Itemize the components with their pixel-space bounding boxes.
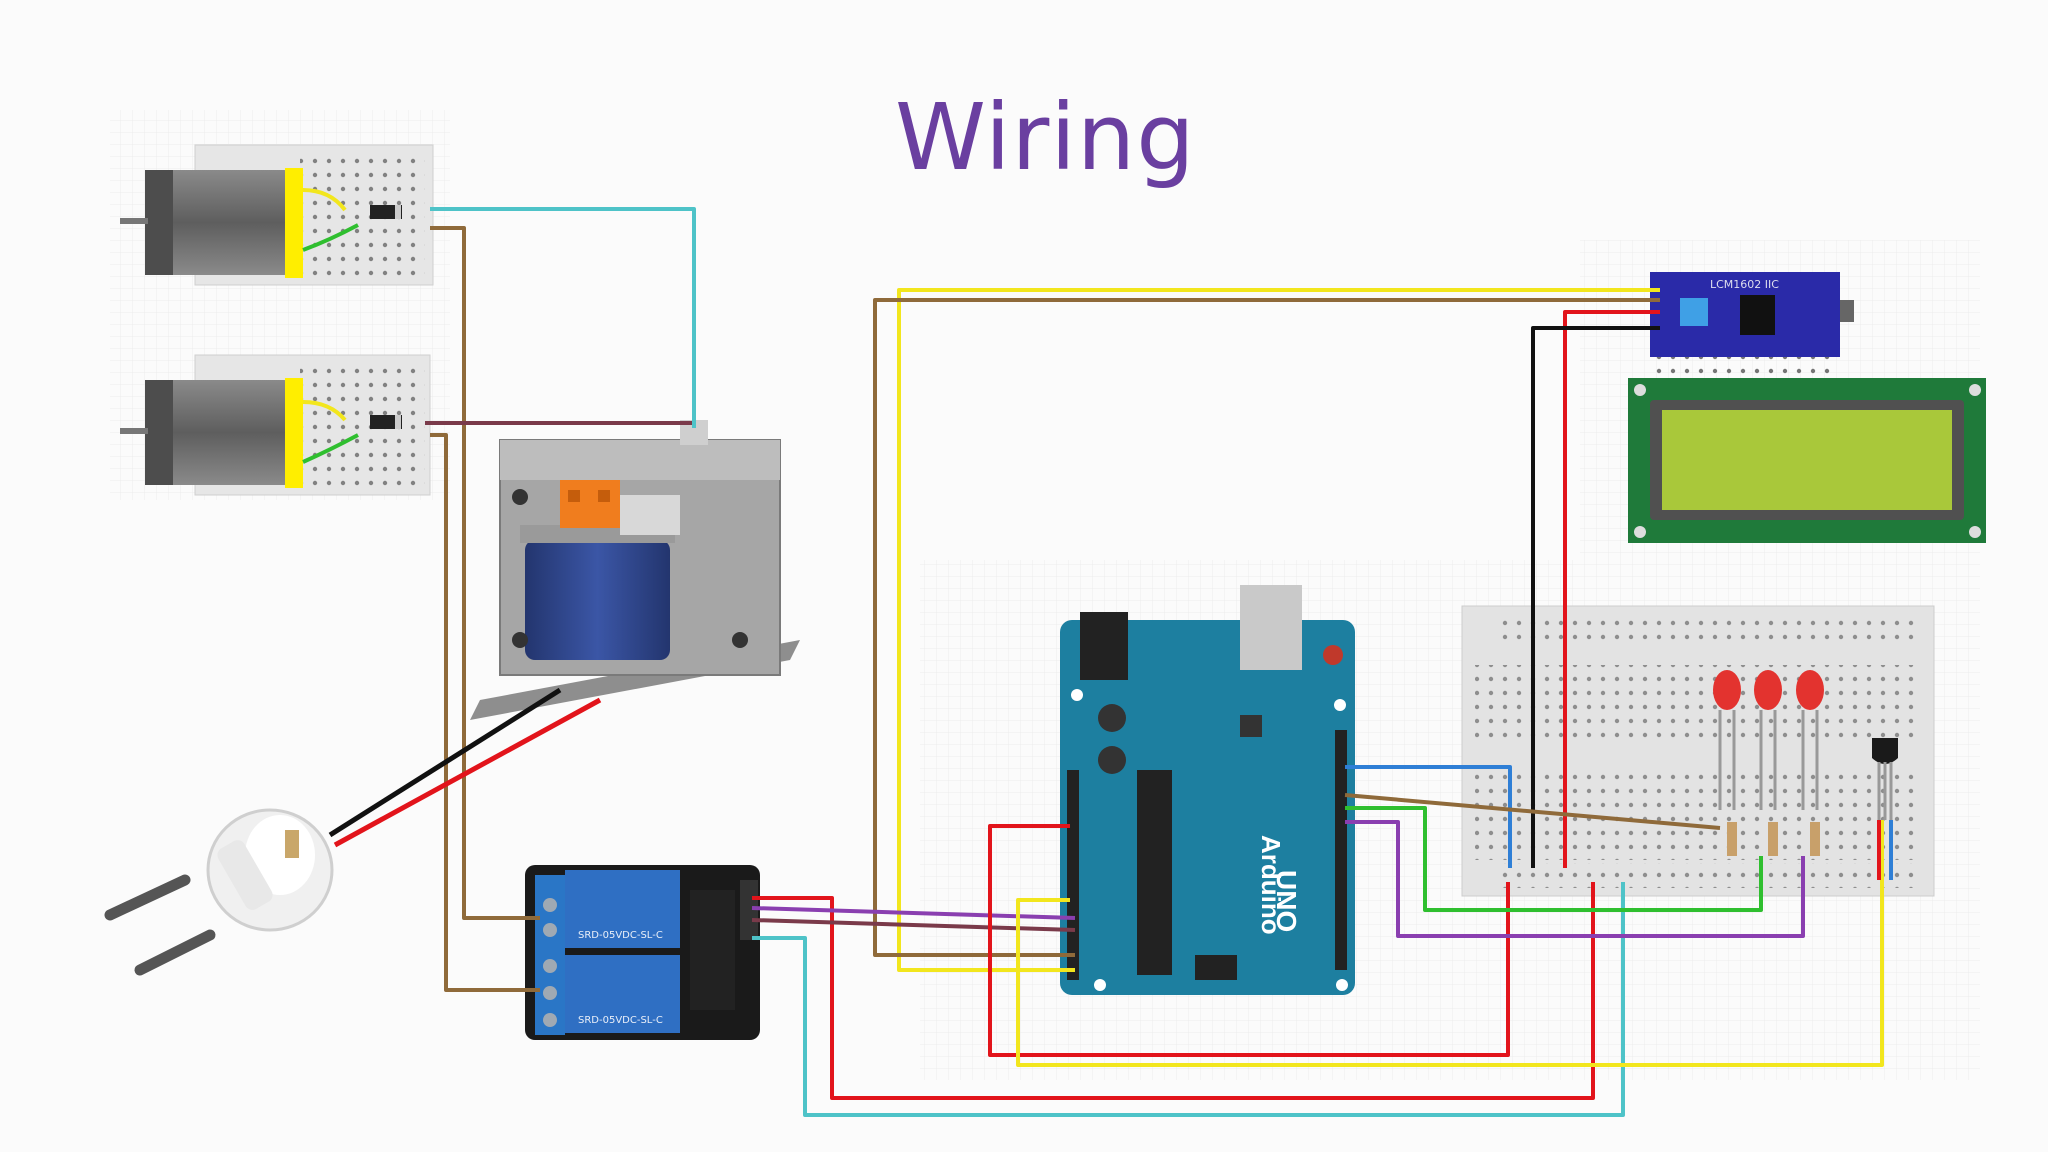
power-jack: [1080, 612, 1128, 680]
dc-motor-2: [145, 380, 290, 485]
plug-pin-1: [104, 874, 191, 921]
lcd-backpack-label: LCM1602 IIC: [1710, 278, 1779, 291]
diode-2: [370, 415, 402, 429]
digital-header: [1335, 730, 1347, 970]
wire-black-lcd-gnd: [1531, 326, 1660, 868]
motor-module-2: [120, 354, 431, 496]
relay-2: [565, 955, 680, 1033]
wire-red-plug: [333, 697, 602, 848]
atmega-chip: [1137, 770, 1172, 975]
wire-red-relay-vcc: [752, 882, 1595, 1100]
relay-2-label: SRD-05VDC-SL-C: [578, 1015, 663, 1026]
resistor-3: [1810, 822, 1820, 856]
arduino-model: UNO: [1271, 870, 1302, 932]
transformer: [470, 420, 800, 720]
diode-1: [370, 205, 402, 219]
dc-motor-1: [145, 170, 290, 275]
wire-brown-led1: [1344, 793, 1721, 830]
transformer-coil: [525, 540, 670, 660]
resistor-2: [1768, 822, 1778, 856]
wire-cyan-relay-gnd: [752, 882, 1625, 1117]
lcd-screen: [1662, 410, 1952, 510]
analog-header: [1067, 770, 1079, 980]
usb-connector: [1240, 585, 1302, 670]
wire-maroon-relay-in2: [751, 918, 1076, 932]
relay-1: [565, 870, 680, 948]
lcd-display: [1628, 378, 1986, 543]
contrast-potentiometer: [1680, 298, 1708, 326]
led-2: [1754, 670, 1782, 810]
wire-brown-motor1-relay: [430, 226, 540, 920]
arduino-brand: Arduino: [1256, 835, 1286, 935]
terminal-block: [560, 480, 620, 528]
main-breadboard: [1461, 605, 1935, 897]
lcd-i2c-backpack: LCM1602 IIC: [1650, 272, 1854, 382]
reset-button: [1323, 645, 1343, 665]
wire-group: [328, 207, 1893, 1117]
wire-blue-digital: [1345, 765, 1512, 868]
wire-red-arduino-5v: [988, 824, 1510, 1057]
relay-module: SRD-05VDC-SL-C SRD-05VDC-SL-C: [525, 865, 760, 1040]
wire-brown-scl: [873, 298, 1660, 957]
led-1: [1713, 670, 1741, 810]
wire-yellow-sda: [897, 288, 1660, 972]
wire-cyan-motor1: [430, 207, 696, 428]
plug-pin-2: [134, 929, 216, 976]
arduino-uno-board: Arduino UNO: [1060, 585, 1355, 995]
temperature-sensor: [1872, 738, 1898, 820]
resistor-1: [1727, 822, 1737, 856]
page-title: Wiring: [895, 84, 1196, 191]
motor-module-1: [120, 144, 434, 286]
led-3: [1796, 670, 1824, 810]
power-plug: [104, 808, 334, 976]
wire-purple-relay-in1: [751, 906, 1076, 920]
wire-green-led2: [1345, 806, 1763, 912]
wire-red-lcd-vcc: [1563, 310, 1660, 868]
relay-1-label: SRD-05VDC-SL-C: [578, 930, 663, 941]
wire-yellow-sensor: [1016, 820, 1884, 1067]
wire-black-plug: [328, 687, 562, 838]
wire-brown-motor2-relay: [430, 433, 540, 992]
wire-purple-led3: [1345, 820, 1805, 938]
